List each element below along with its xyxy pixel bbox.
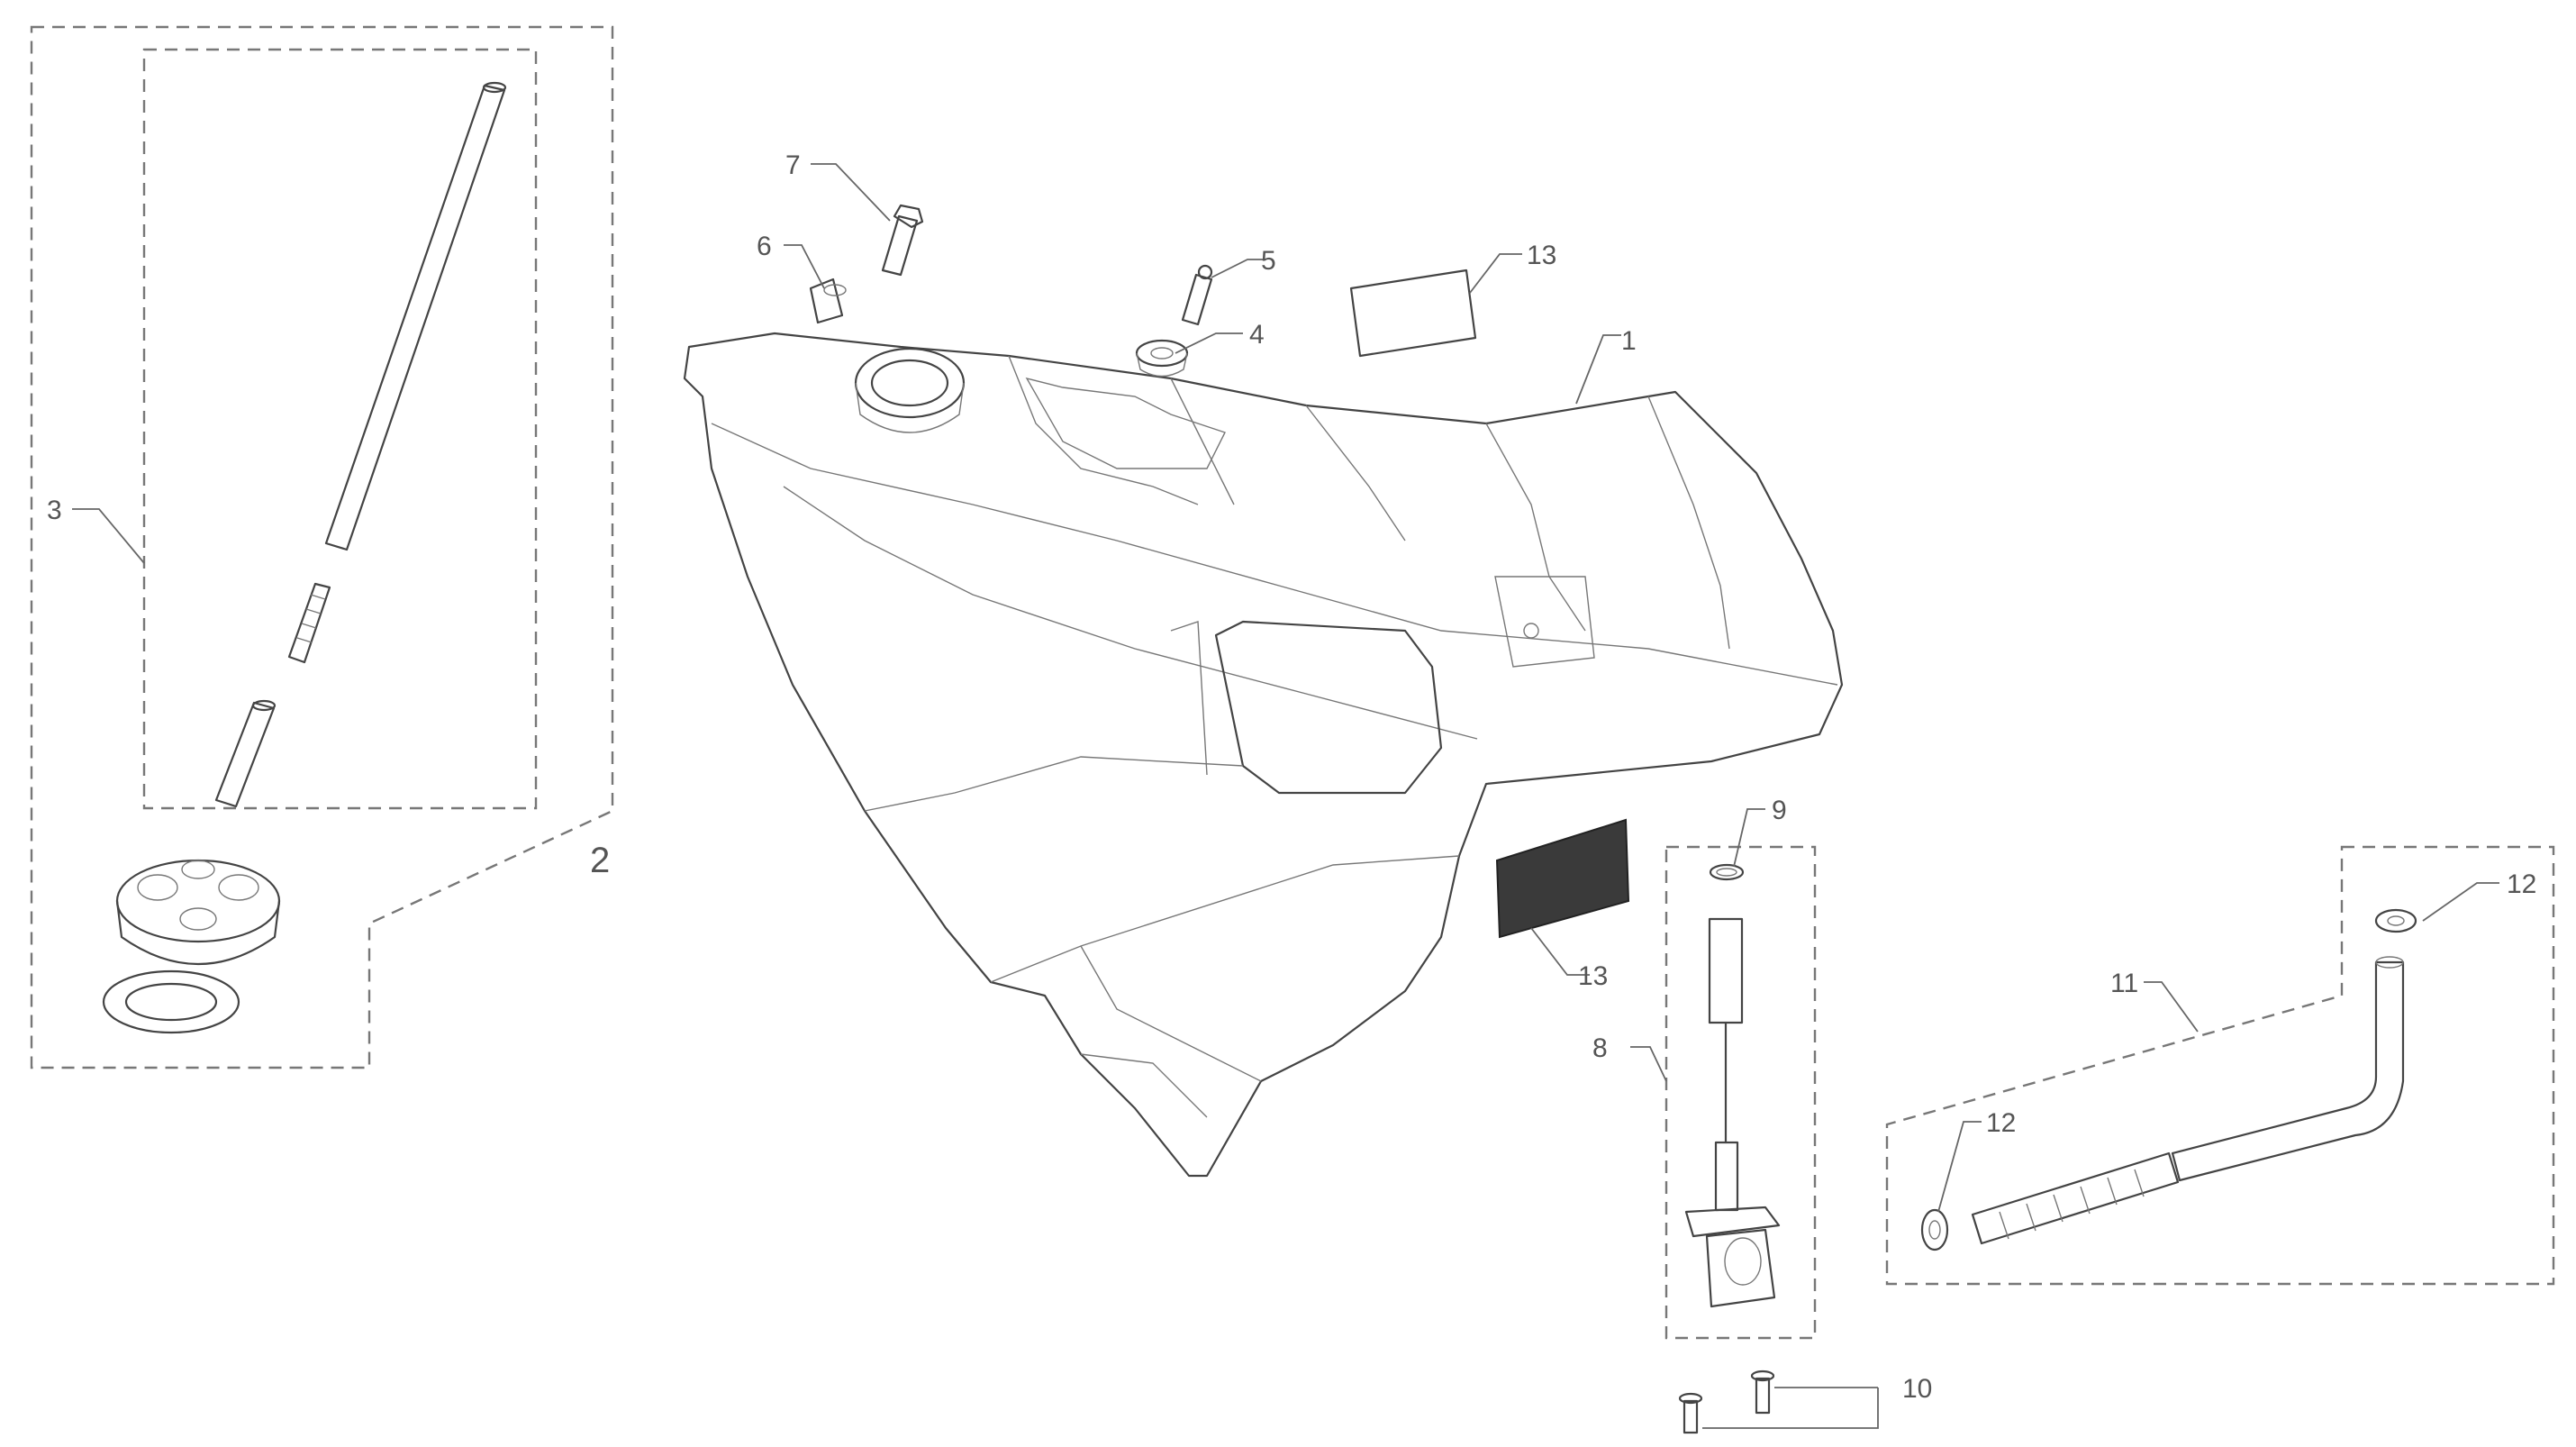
callout-13-top: 13: [1527, 241, 1556, 270]
leader-lines: [72, 163, 2499, 1429]
label-13-top: [1349, 268, 1477, 358]
callout-11: 11: [2110, 969, 2138, 998]
fuel-pump-flange: [115, 859, 281, 966]
group-2-outline: [30, 25, 614, 1069]
fuel-hose: [1971, 956, 2405, 1245]
callout-4: 4: [1249, 320, 1265, 350]
callout-1: 1: [1621, 326, 1637, 356]
callout-8: 8: [1592, 1033, 1608, 1063]
callout-3: 3: [47, 496, 62, 525]
callout-6: 6: [757, 232, 772, 261]
o-ring-9: [1709, 863, 1745, 881]
hose-clamp-12-bottom: [1920, 1208, 1949, 1251]
callout-13-bottom: 13: [1578, 961, 1608, 991]
flange-gasket: [102, 969, 240, 1034]
grommet-6: [809, 278, 847, 324]
callout-12-bottom: 12: [1986, 1108, 2016, 1138]
fuel-tank: [683, 332, 1844, 1178]
callout-10: 10: [1902, 1374, 1932, 1404]
group-8-outline: [1664, 845, 1817, 1340]
label-13-bottom: [1495, 818, 1630, 939]
washer-4: [1135, 339, 1189, 378]
callout-labels: 1 2 3 4 5 6 7 8 9 10 11 12 12 13 13: [47, 150, 2536, 1404]
fuel-level-sender-tube: [214, 81, 507, 808]
group-3-outline: [142, 48, 538, 810]
fuel-tap: [1684, 917, 1781, 1308]
callout-12-top: 12: [2507, 869, 2536, 899]
callout-7: 7: [785, 150, 801, 180]
callout-9: 9: [1772, 796, 1787, 825]
screws-10: [1678, 1370, 1775, 1434]
hose-clamp-12-top: [2374, 908, 2417, 933]
group-11-outline: [1885, 845, 2555, 1286]
callout-5: 5: [1261, 246, 1276, 276]
bolt-7: [881, 204, 924, 277]
screw-5: [1181, 264, 1213, 326]
callout-2: 2: [590, 841, 610, 880]
